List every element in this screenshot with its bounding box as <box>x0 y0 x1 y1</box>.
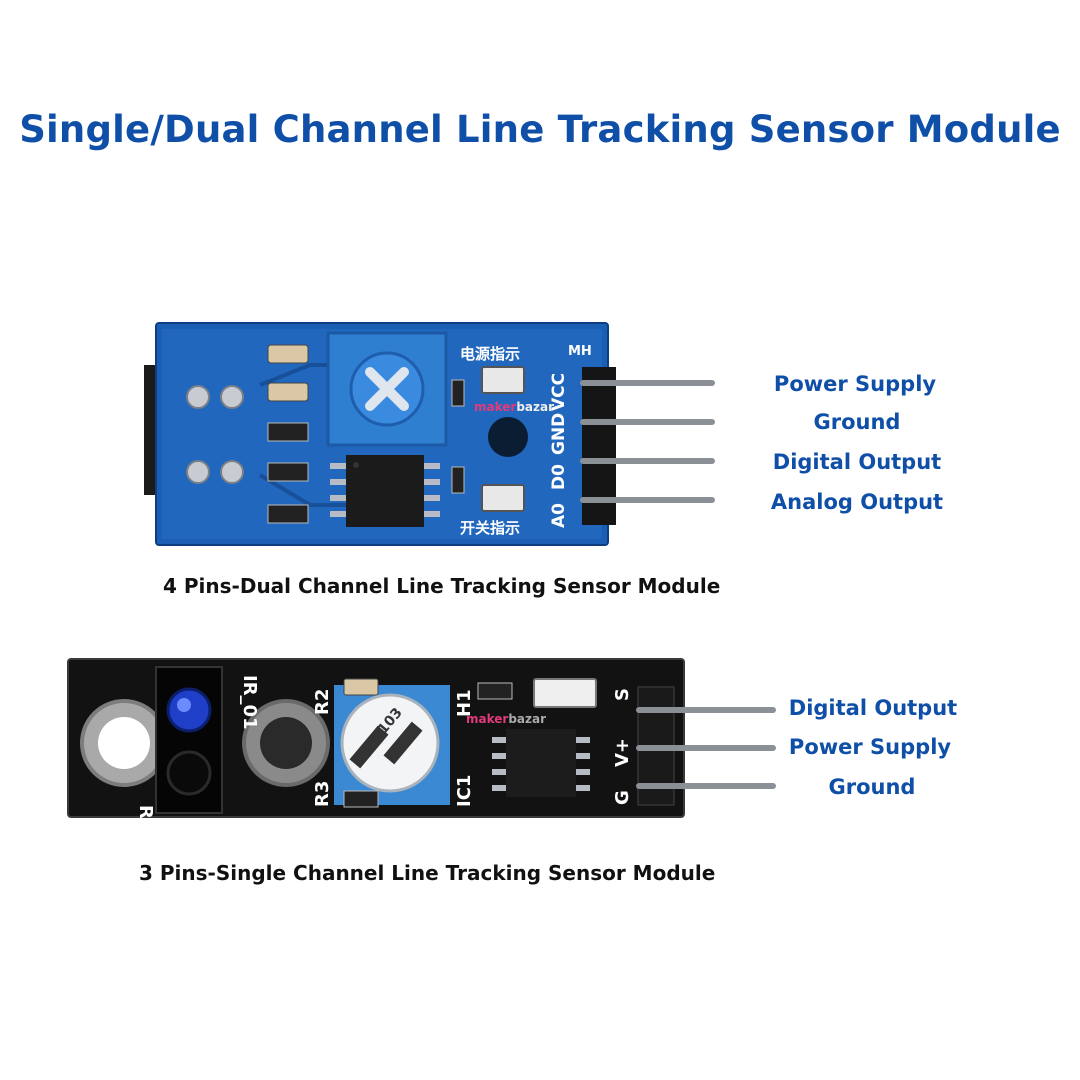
r3-label: R3 <box>312 781 333 807</box>
ir-label: IR_01 <box>239 675 260 730</box>
pin-label-a0: A0 <box>549 503 569 528</box>
single-pin-label-3: Ground <box>828 775 916 799</box>
pin-label-s: S <box>612 688 633 701</box>
r2-label: R2 <box>312 689 333 715</box>
dual-pin-label-4: Analog Output <box>770 490 944 514</box>
single-channel-module-image: makerbazar R IR_01 R2 R3 IC1 H1 S V+ G 1… <box>67 658 776 819</box>
pin-label-g: G <box>612 790 633 805</box>
pin-label-vcc: VCC <box>549 373 569 411</box>
r-label: R <box>135 805 156 819</box>
dual-pin-label-1: Power Supply <box>773 372 937 396</box>
dual-channel-module-image: 电源指示 开关指示 MH makerbazar VCC GND D0 A0 <box>144 322 715 546</box>
single-module-caption: 3 Pins-Single Channel Line Tracking Sens… <box>139 861 716 885</box>
brand-logo: makerbazar <box>474 400 554 414</box>
pin-label-d0: D0 <box>549 464 569 490</box>
switch-led-label: 开关指示 <box>460 519 520 537</box>
ic-label: IC1 <box>454 775 475 807</box>
single-pin-label-2: Power Supply <box>788 735 952 759</box>
power-led-label: 电源指示 <box>460 345 520 363</box>
dual-pin-label-3: Digital Output <box>772 450 942 474</box>
header-mark-label: MH <box>568 344 592 359</box>
dual-pin-label-2: Ground <box>813 410 901 434</box>
pin-label-v: V+ <box>612 738 633 767</box>
pin-label-gnd: GND <box>549 413 569 455</box>
page-title: Single/Dual Channel Line Tracking Sensor… <box>19 108 1061 151</box>
h1-label: H1 <box>454 689 475 717</box>
single-pin-label-1: Digital Output <box>788 696 958 720</box>
dual-module-caption: 4 Pins-Dual Channel Line Tracking Sensor… <box>163 574 721 598</box>
brand-logo-single: makerbazar <box>466 712 546 726</box>
